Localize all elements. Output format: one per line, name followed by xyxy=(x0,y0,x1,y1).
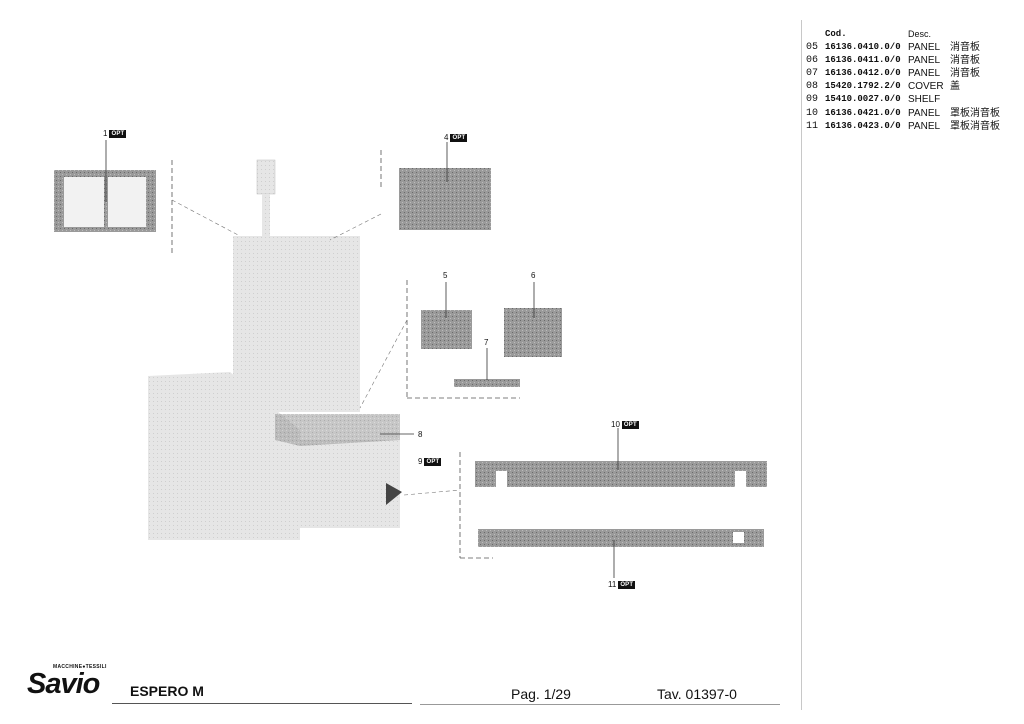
part-4-panel xyxy=(399,142,491,230)
opt-badge: OPT xyxy=(109,129,127,138)
table-divider xyxy=(801,20,802,710)
table-row: 05 16136.0410.0/0 PANEL 消音板 xyxy=(806,42,980,54)
part-7-panel xyxy=(454,379,520,387)
savio-logo: Savio xyxy=(27,668,100,700)
table-row: 11 16136.0423.0/0 PANEL 罩板消音板 xyxy=(806,120,1000,132)
part-5-panel xyxy=(421,310,472,349)
model-name: ESPERO M xyxy=(130,683,204,699)
opt-badge: OPT xyxy=(424,457,442,466)
table-row: 10 16136.0421.0/0 PANEL 罩板消音板 xyxy=(806,107,1000,119)
brand-tagline: MACCHINE●TESSILI xyxy=(53,664,107,670)
table-row: 08 15420.1792.2/0 COVER 盖 xyxy=(806,81,960,93)
callout-8: 8 xyxy=(418,430,423,439)
page-number: Pag. 1/29 xyxy=(511,686,571,702)
footer-rule xyxy=(420,704,780,705)
part-1-panel xyxy=(54,140,156,232)
opt-badge: OPT xyxy=(618,580,636,589)
table-row: 06 16136.0411.0/0 PANEL 消音板 xyxy=(806,55,980,67)
machine-body xyxy=(148,150,520,559)
part-11-panel xyxy=(478,529,764,578)
header-cod: Cod. xyxy=(825,29,847,39)
table-header: Cod. Desc. xyxy=(806,28,1000,41)
callout-7: 7 xyxy=(484,338,489,347)
part-6-panel xyxy=(504,308,562,357)
model-underline xyxy=(112,703,412,704)
callout-6: 6 xyxy=(531,271,536,280)
header-desc: Desc. xyxy=(908,29,932,39)
callout-5: 5 xyxy=(443,271,448,280)
parts-table: Cod. Desc. 05 16136.0410.0/0 PANEL 消音板 0… xyxy=(806,28,1000,133)
part-10-panel xyxy=(475,428,767,487)
opt-badge: OPT xyxy=(450,133,468,142)
table-number: Tav. 01397-0 xyxy=(657,686,737,702)
opt-badge: OPT xyxy=(621,420,639,429)
table-row: 09 15410.0027.0/0 SHELF xyxy=(806,94,941,106)
table-row: 07 16136.0412.0/0 PANEL 消音板 xyxy=(806,68,980,80)
